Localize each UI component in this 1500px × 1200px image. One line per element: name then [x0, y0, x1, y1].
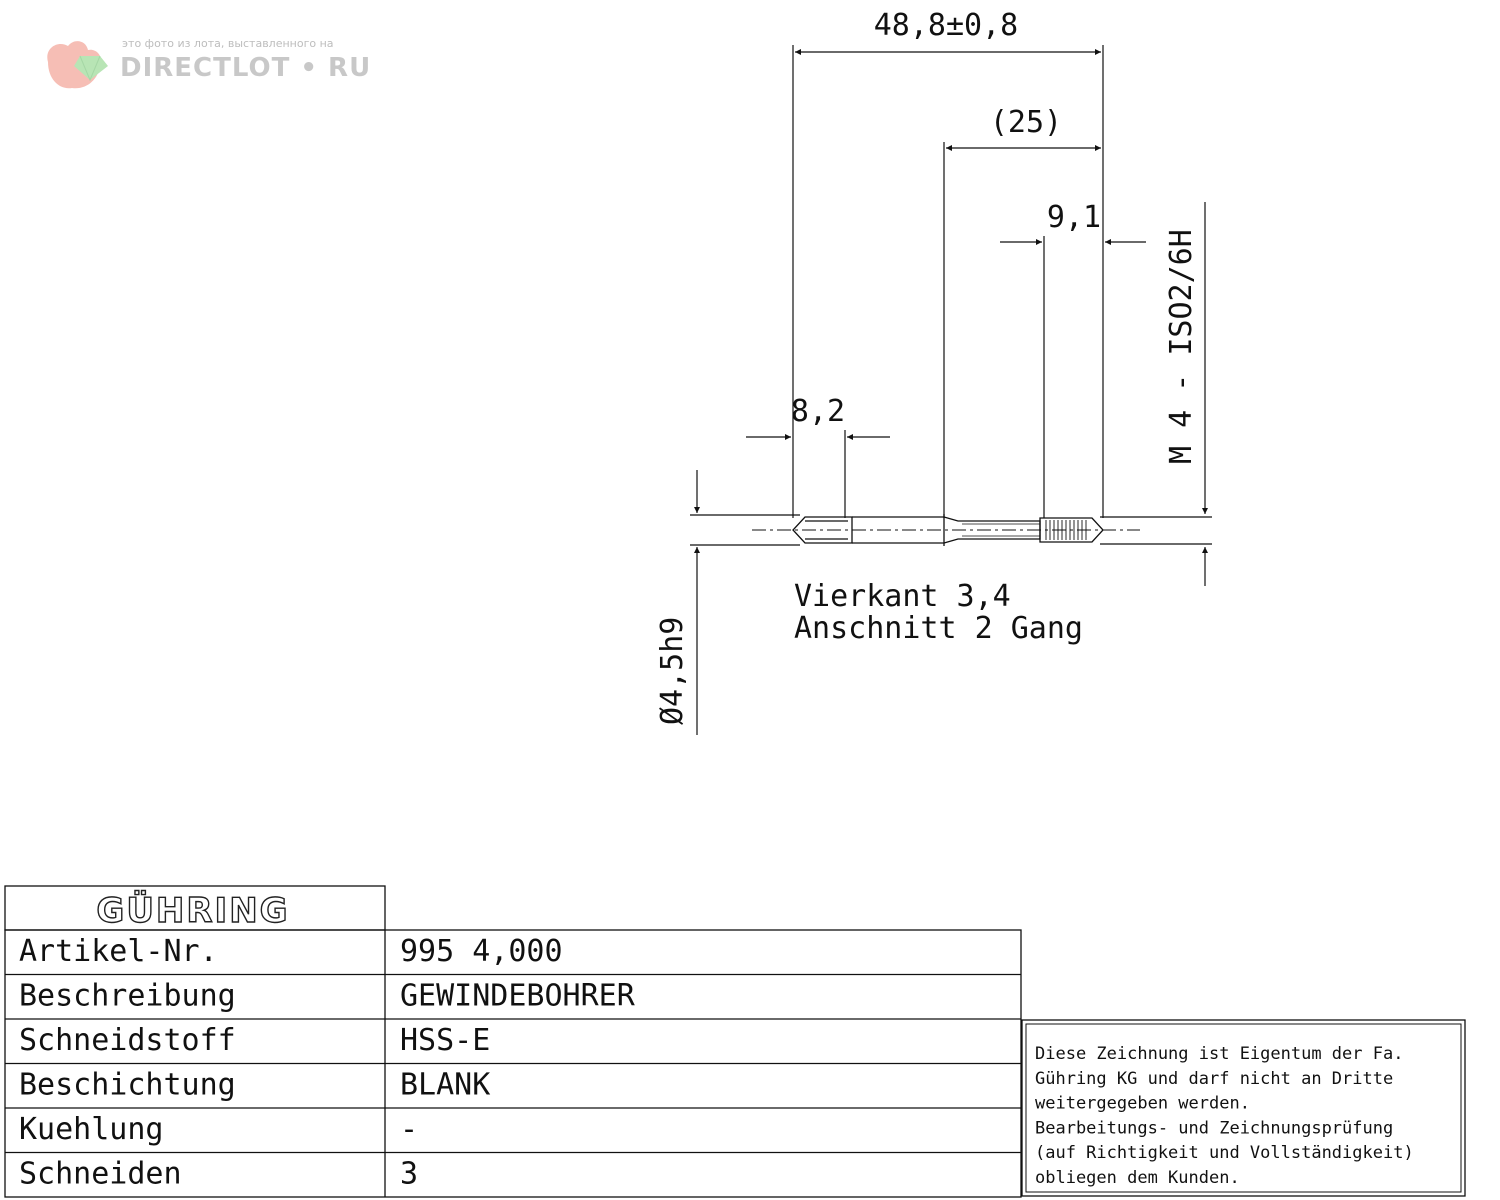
- notice-box: Diese Zeichnung ist Eigentum der Fa. Gühr…: [1021, 1019, 1466, 1197]
- tap-body: [752, 514, 1140, 546]
- dimension-square-length: [746, 430, 890, 518]
- watermark-site: DIRECTLOT • RU: [120, 53, 371, 83]
- thread-section: [1039, 517, 1104, 543]
- title-block: GÜHRING Artikel-Nr. 995 4,000Beschreibung…: [4, 885, 1022, 1198]
- brand-logo: GÜHRING: [96, 890, 289, 931]
- note-square: Vierkant 3,4: [794, 579, 1011, 614]
- dimension-thread-length: [1000, 236, 1146, 518]
- notice-line: weitergegeben werden.: [1035, 1094, 1250, 1114]
- dim-thread-label: 9,1: [1047, 200, 1101, 235]
- row-value: -: [400, 1112, 418, 1147]
- dimension-thread-diameter: [1100, 202, 1212, 586]
- watermark-caption: это фото из лота, выставленного на: [122, 37, 334, 50]
- row-label: Beschreibung: [19, 979, 236, 1014]
- notice-text: Diese Zeichnung ist Eigentum der Fa. Gühr…: [1035, 1044, 1414, 1188]
- row-label: Artikel-Nr.: [19, 934, 218, 969]
- row-value: 995 4,000: [400, 934, 563, 969]
- dim-square-label: 8,2: [791, 394, 845, 429]
- row-label: Kuehlung: [19, 1112, 164, 1147]
- row-label: Schneidstoff: [19, 1023, 236, 1058]
- notice-line: Diese Zeichnung ist Eigentum der Fa.: [1035, 1044, 1403, 1064]
- row-label: Schneiden: [19, 1157, 182, 1192]
- dimension-shank-diameter: [690, 470, 800, 735]
- notice-line: Bearbeitungs- und Zeichnungsprüfung: [1035, 1118, 1393, 1138]
- dim-shank-label: (25): [990, 105, 1062, 140]
- notice-line: Gühring KG und darf nicht an Dritte: [1035, 1069, 1393, 1089]
- notice-outer-frame: [1021, 1019, 1466, 1197]
- square-drive: [792, 516, 853, 544]
- thread-spec-label: M 4 - ISO2/6H: [1164, 229, 1199, 464]
- dimension-overall-length: [792, 45, 1104, 518]
- note-chamfer: Anschnitt 2 Gang: [794, 611, 1083, 646]
- row-label: Beschichtung: [19, 1068, 236, 1103]
- row-value: 3: [400, 1157, 418, 1192]
- watermark: это фото из лота, выставленного на DIREC…: [47, 37, 371, 89]
- notice-line: (auf Richtigkeit und Vollständigkeit): [1035, 1143, 1414, 1163]
- notice-inner-frame: [1025, 1023, 1462, 1193]
- dimension-shank-length: [943, 142, 1101, 518]
- shank-diameter-label: Ø4,5h9: [655, 617, 690, 725]
- row-value: HSS-E: [400, 1023, 490, 1058]
- row-value: GEWINDEBOHRER: [400, 979, 636, 1014]
- squirrel-gem-icon: [47, 41, 108, 89]
- dim-overall-label: 48,8±0,8: [874, 8, 1019, 43]
- thread-hatching: [1045, 520, 1087, 540]
- notice-line: obliegen dem Kunden.: [1035, 1168, 1240, 1188]
- row-value: BLANK: [400, 1068, 490, 1103]
